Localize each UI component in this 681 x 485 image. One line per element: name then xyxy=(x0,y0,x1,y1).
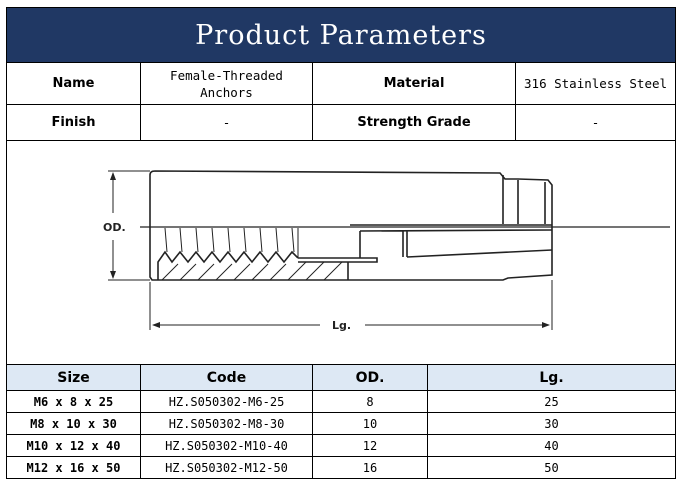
cell-od: 16 xyxy=(312,456,428,479)
header-lg: Lg. xyxy=(426,364,677,391)
lg-dimension-label: Lg. xyxy=(332,319,351,332)
hatching xyxy=(161,261,343,281)
cell-code: HZ.S050302-M8-30 xyxy=(140,412,313,435)
table-row: M8 x 10 x 30 HZ.S050302-M8-30 10 30 xyxy=(6,412,677,435)
technical-drawing-cell xyxy=(5,140,677,365)
page-title: Product Parameters xyxy=(5,7,677,63)
thread-lines xyxy=(164,227,299,258)
cell-code: HZ.S050302-M10-40 xyxy=(140,434,313,457)
table-row: M12 x 16 x 50 HZ.S050302-M12-50 16 50 xyxy=(6,456,677,479)
cell-lg: 25 xyxy=(426,390,677,413)
finish-label: Finish xyxy=(6,104,141,141)
cell-size: M12 x 16 x 50 xyxy=(6,456,141,479)
finish-value: - xyxy=(140,104,313,141)
od-dimension-label: OD. xyxy=(103,221,126,234)
thread-profile xyxy=(157,250,299,280)
cell-code: HZ.S050302-M12-50 xyxy=(140,456,313,479)
header-size: Size xyxy=(6,364,141,391)
product-parameters-table: Product Parameters Name Female-Threaded … xyxy=(5,7,677,479)
anchor-outline xyxy=(149,170,553,281)
name-value: Female-Threaded Anchors xyxy=(140,62,313,105)
material-value: 316 Stainless Steel xyxy=(514,62,677,105)
cell-lg: 50 xyxy=(426,456,677,479)
